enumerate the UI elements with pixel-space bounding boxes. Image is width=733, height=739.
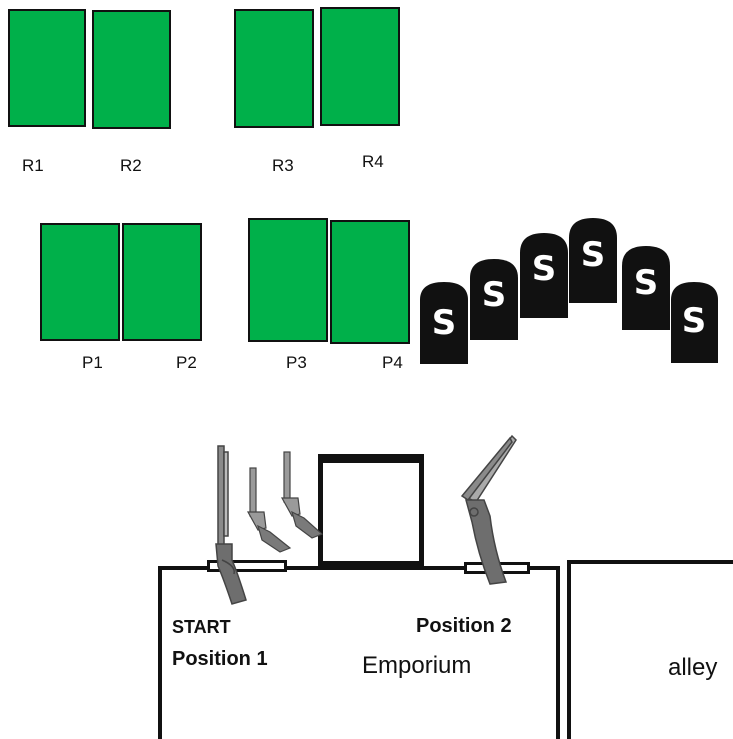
label-p2: P2	[176, 353, 197, 372]
label-p1: P1	[82, 353, 103, 372]
emporium-building	[158, 566, 560, 739]
target-p1	[40, 223, 120, 341]
steel-letter-6: S	[682, 301, 707, 341]
steel-target-5	[622, 246, 670, 330]
target-p3	[248, 218, 328, 342]
target-p4	[330, 220, 410, 344]
steel-letter-2: S	[482, 275, 507, 315]
steel-target-6	[671, 282, 718, 363]
steel-letter-3: S	[532, 249, 557, 289]
steel-target-3	[520, 233, 568, 318]
position-1-label: Position 1	[172, 648, 268, 670]
target-r2	[92, 10, 171, 129]
label-r2: R2	[120, 156, 142, 175]
steel-letter-1: S	[432, 303, 457, 343]
revolver-icon	[246, 467, 292, 553]
label-p4: P4	[382, 353, 403, 372]
table-position-1	[207, 560, 287, 572]
steel-target-4	[569, 218, 617, 303]
target-r4	[320, 7, 400, 126]
steel-target-2	[470, 259, 518, 340]
target-r3	[234, 9, 314, 128]
revolver-icon	[280, 451, 324, 539]
alley-label: alley	[668, 654, 718, 681]
table-position-2	[464, 562, 530, 574]
steel-letter-5: S	[634, 263, 659, 303]
label-r1: R1	[22, 156, 44, 175]
position-2-label: Position 2	[416, 615, 512, 637]
steel-letter-4: S	[581, 235, 606, 275]
start-label: START	[172, 617, 231, 637]
label-r4: R4	[362, 152, 384, 171]
label-p3: P3	[286, 353, 307, 372]
emporium-label: Emporium	[362, 652, 472, 679]
door-frame	[318, 454, 424, 568]
label-r3: R3	[272, 156, 294, 175]
steel-target-1	[420, 282, 468, 364]
target-p2	[122, 223, 202, 341]
alley-building	[567, 560, 733, 739]
target-r1	[8, 9, 86, 127]
